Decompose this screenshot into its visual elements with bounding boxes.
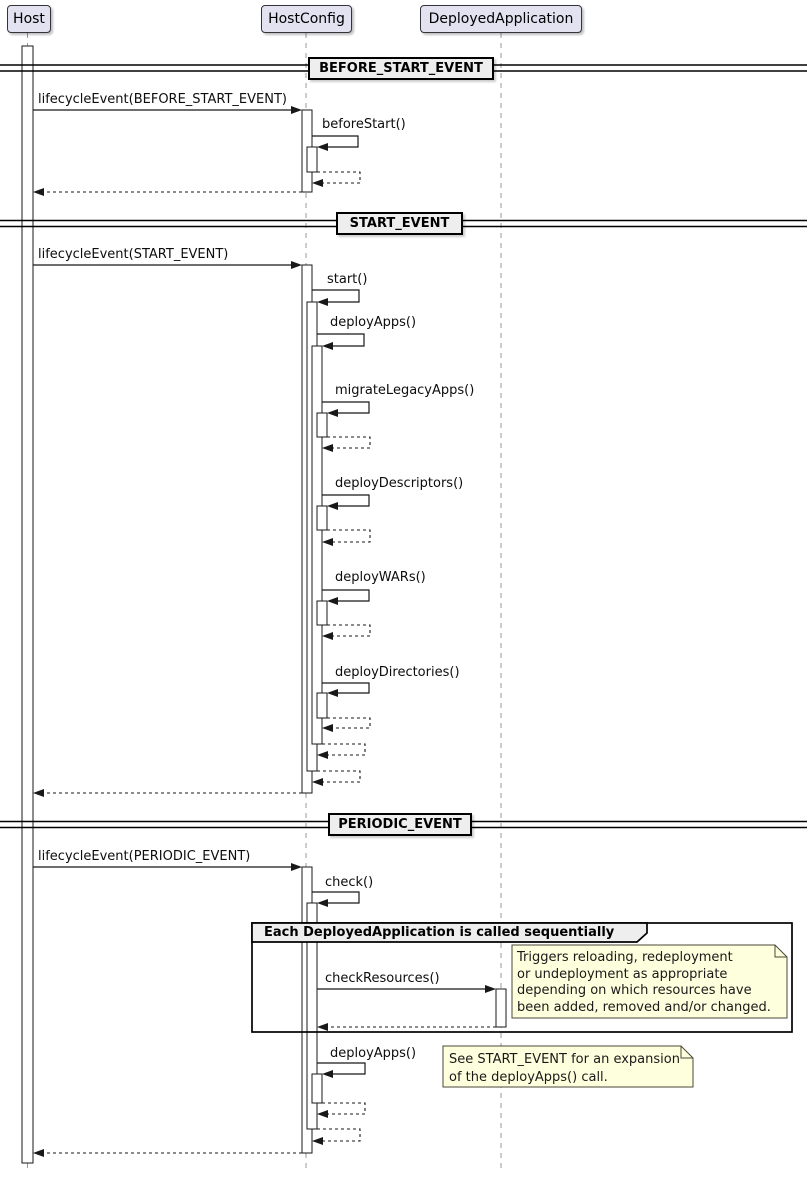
note-resources-shape <box>511 944 788 1019</box>
arrow-lifecycle-before-start <box>33 106 302 114</box>
message-deploy-directories: deployDirectories() <box>335 665 460 680</box>
return-check-self <box>312 1128 361 1145</box>
divider-lines <box>0 64 807 829</box>
activation-bars <box>21 45 507 1164</box>
note-see-start-event-text: See START_EVENT for an expansion of the … <box>449 1052 680 1085</box>
message-lifecycle-before-start: lifecycleEvent(BEFORE_START_EVENT) <box>38 92 287 107</box>
note-see-start-event-shape <box>442 1045 694 1088</box>
return-to-host-1 <box>33 188 302 196</box>
arrow-deploy-apps-periodic-self <box>317 1062 366 1078</box>
lifelines <box>27 33 502 1172</box>
return-arrows <box>33 171 496 1157</box>
divider-before-start-event: BEFORE_START_EVENT <box>308 57 494 80</box>
return-deploy-apps-periodic-self <box>317 1102 366 1118</box>
message-deploy-apps-periodic: deployApps() <box>330 1046 417 1061</box>
return-migrate-legacy-apps <box>322 436 371 452</box>
message-check: check() <box>325 875 374 890</box>
message-check-resources: checkResources() <box>325 971 440 986</box>
arrow-deploy-descriptors-self <box>322 494 370 510</box>
message-deploy-wars: deployWARs() <box>335 570 426 585</box>
message-deploy-descriptors: deployDescriptors() <box>335 476 464 491</box>
arrow-deploy-apps-self <box>317 333 365 350</box>
return-deploy-directories <box>322 717 371 732</box>
arrow-start-self <box>312 289 360 306</box>
activation-bar <box>306 146 318 173</box>
activation-bar <box>316 600 328 626</box>
return-deploy-apps <box>317 743 366 759</box>
group-frame <box>251 922 793 1033</box>
note-shapes <box>442 944 788 1088</box>
message-lifecycle-start: lifecycleEvent(START_EVENT) <box>38 247 229 262</box>
return-start <box>312 770 361 786</box>
activation-bar <box>316 505 328 531</box>
participant-host: Host <box>7 5 51 33</box>
activation-bar <box>316 412 328 438</box>
activation-bar-host <box>21 45 34 1164</box>
participant-deployedapplication: DeployedApplication <box>420 5 582 33</box>
arrow-deploy-wars-self <box>322 589 370 605</box>
message-deploy-apps: deployApps() <box>330 315 417 330</box>
return-to-host-3 <box>33 1149 302 1157</box>
return-deploy-descriptors <box>322 529 371 546</box>
participant-host-label: Host <box>13 11 45 27</box>
return-to-host-2 <box>33 789 302 797</box>
activation-bar <box>311 1073 323 1104</box>
group-header-shape <box>251 922 648 943</box>
note-resources-text: Triggers reloading, redeployment or unde… <box>517 950 771 1015</box>
activation-bar-deployedapplication <box>495 988 507 1028</box>
message-migrate-legacy-apps: migrateLegacyApps() <box>335 383 475 398</box>
divider-start-event: START_EVENT <box>336 212 463 235</box>
divider-periodic-event: PERIODIC_EVENT <box>328 813 472 836</box>
message-start: start() <box>327 272 368 287</box>
return-before-start-self <box>312 171 361 187</box>
participant-hostconfig-label: HostConfig <box>268 11 345 27</box>
divider-periodic-event-label: PERIODIC_EVENT <box>338 817 462 832</box>
return-check-resources <box>317 1023 496 1031</box>
return-deploy-wars <box>322 624 371 640</box>
arrow-check-self <box>312 891 360 907</box>
arrow-lifecycle-periodic <box>33 863 302 871</box>
divider-before-start-event-label: BEFORE_START_EVENT <box>319 61 483 76</box>
arrow-before-start-self <box>312 135 359 151</box>
divider-start-event-label: START_EVENT <box>349 216 450 231</box>
participant-hostconfig: HostConfig <box>261 5 352 33</box>
call-arrows <box>33 106 496 1078</box>
participant-deployedapplication-label: DeployedApplication <box>428 11 574 27</box>
message-lifecycle-periodic: lifecycleEvent(PERIODIC_EVENT) <box>38 849 251 864</box>
arrow-lifecycle-start <box>33 261 302 269</box>
activation-bar <box>306 902 318 1130</box>
activation-bar <box>316 692 328 719</box>
arrow-deploy-directories-self <box>322 682 370 697</box>
arrow-check-resources <box>317 985 496 993</box>
message-before-start: beforeStart() <box>322 117 406 132</box>
activation-bar <box>311 345 323 745</box>
group-header-label: Each DeployedApplication is called seque… <box>264 925 615 940</box>
arrow-migrate-legacy-apps-self <box>322 401 370 417</box>
